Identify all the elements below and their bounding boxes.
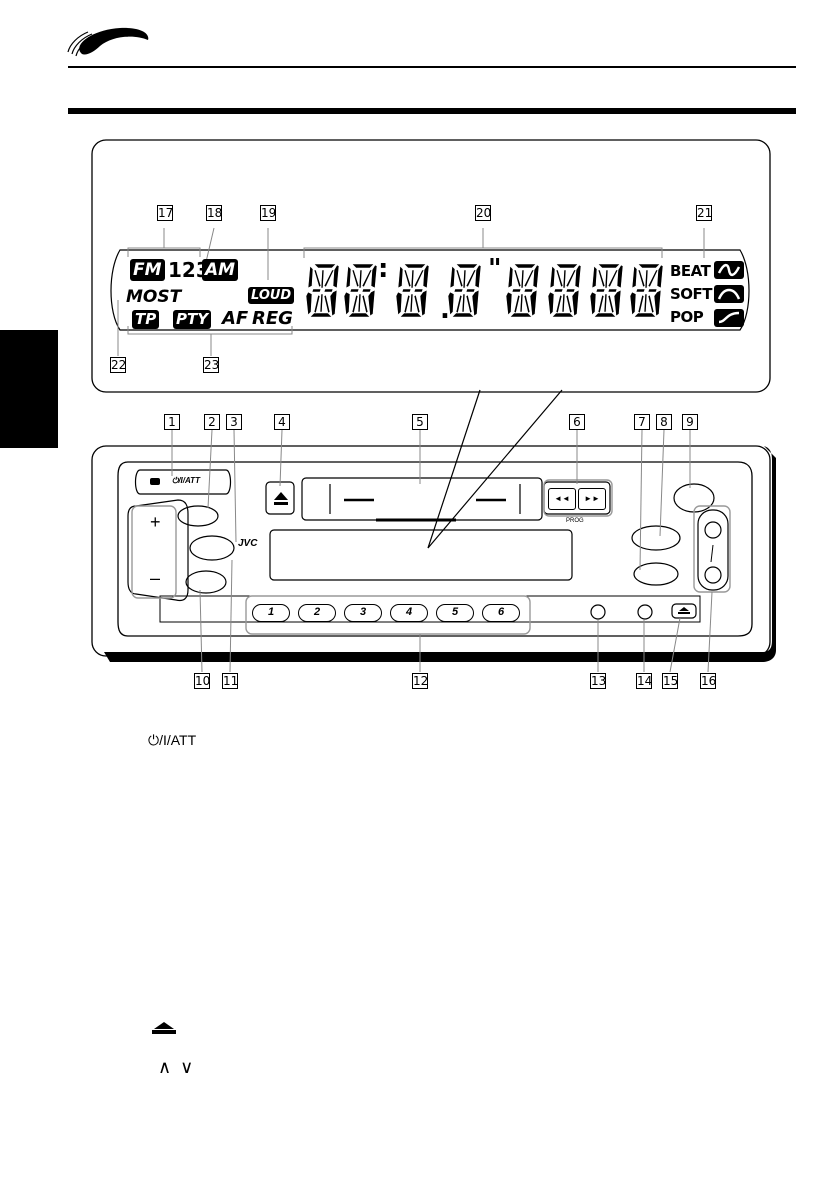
- beat-mode-label: BEAT: [670, 262, 710, 280]
- display-dot: .: [440, 295, 450, 325]
- display-quote: ": [488, 254, 502, 284]
- callout-14: 14: [636, 673, 652, 689]
- tray-eject-icon: [675, 606, 693, 616]
- callout-23: 23: [203, 357, 219, 373]
- display-colon: :: [378, 254, 388, 284]
- preset-button-4[interactable]: 4: [390, 604, 428, 622]
- legend-power-att: ⏻/I/ATT: [148, 732, 196, 749]
- power-key-mark: [150, 478, 160, 485]
- segment-digit-6: [548, 262, 582, 318]
- callout-19: 19: [260, 205, 276, 221]
- rewind-button[interactable]: ◄◄: [548, 488, 576, 510]
- eject-icon: [272, 490, 290, 512]
- callout-4: 4: [274, 414, 290, 430]
- loud-indicator: LOUD: [248, 287, 294, 304]
- tp-indicator: TP: [132, 310, 159, 329]
- callout-3: 3: [226, 414, 242, 430]
- callout-6: 6: [569, 414, 585, 430]
- callout-9: 9: [682, 414, 698, 430]
- segment-digit-5: [506, 262, 540, 318]
- pty-indicator: PTY: [173, 310, 211, 329]
- callout-13: 13: [590, 673, 606, 689]
- volume-plus-label: +: [150, 512, 161, 533]
- preset-button-2[interactable]: 2: [298, 604, 336, 622]
- legend-eject-icon: [150, 1020, 178, 1036]
- reg-indicator: REG: [252, 308, 293, 329]
- callout-20: 20: [475, 205, 491, 221]
- callout-2: 2: [204, 414, 220, 430]
- callout-7: 7: [634, 414, 650, 430]
- preset-button-1[interactable]: 1: [252, 604, 290, 622]
- soft-mode-label: SOFT: [670, 285, 712, 303]
- preset-button-6[interactable]: 6: [482, 604, 520, 622]
- callout-21: 21: [696, 205, 712, 221]
- preset-button-5[interactable]: 5: [436, 604, 474, 622]
- am-indicator: AM: [202, 259, 238, 281]
- segment-digit-8: [630, 262, 664, 318]
- callout-12: 12: [412, 673, 428, 689]
- callout-18: 18: [206, 205, 222, 221]
- callout-5: 5: [412, 414, 428, 430]
- callout-10: 10: [194, 673, 210, 689]
- segment-digit-1: [306, 262, 340, 318]
- callout-22: 22: [110, 357, 126, 373]
- af-indicator: AF: [222, 308, 248, 329]
- segment-digit-4: [448, 262, 482, 318]
- callout-17: 17: [157, 205, 173, 221]
- sound-mode-icons: [714, 261, 746, 331]
- segment-digit-3: [396, 262, 430, 318]
- callout-15: 15: [662, 673, 678, 689]
- callout-1: 1: [164, 414, 180, 430]
- preset-button-3[interactable]: 3: [344, 604, 382, 622]
- legend-up-down-icon: ∧ ∨: [158, 1057, 195, 1078]
- callout-16: 16: [700, 673, 716, 689]
- power-att-label: ⏻/I/ATT: [172, 476, 200, 486]
- segment-digit-2: [344, 262, 378, 318]
- callout-8: 8: [656, 414, 672, 430]
- callout-11: 11: [222, 673, 238, 689]
- volume-minus-label: –: [150, 568, 160, 589]
- pop-mode-label: POP: [670, 308, 703, 326]
- fm-indicator: FM: [130, 259, 165, 281]
- most-indicator: MOST: [126, 287, 181, 307]
- jvc-brand-label: JVC: [238, 538, 257, 549]
- segment-digit-7: [590, 262, 624, 318]
- fast-forward-button[interactable]: ►►: [578, 488, 606, 510]
- prog-label: PROG: [566, 518, 584, 524]
